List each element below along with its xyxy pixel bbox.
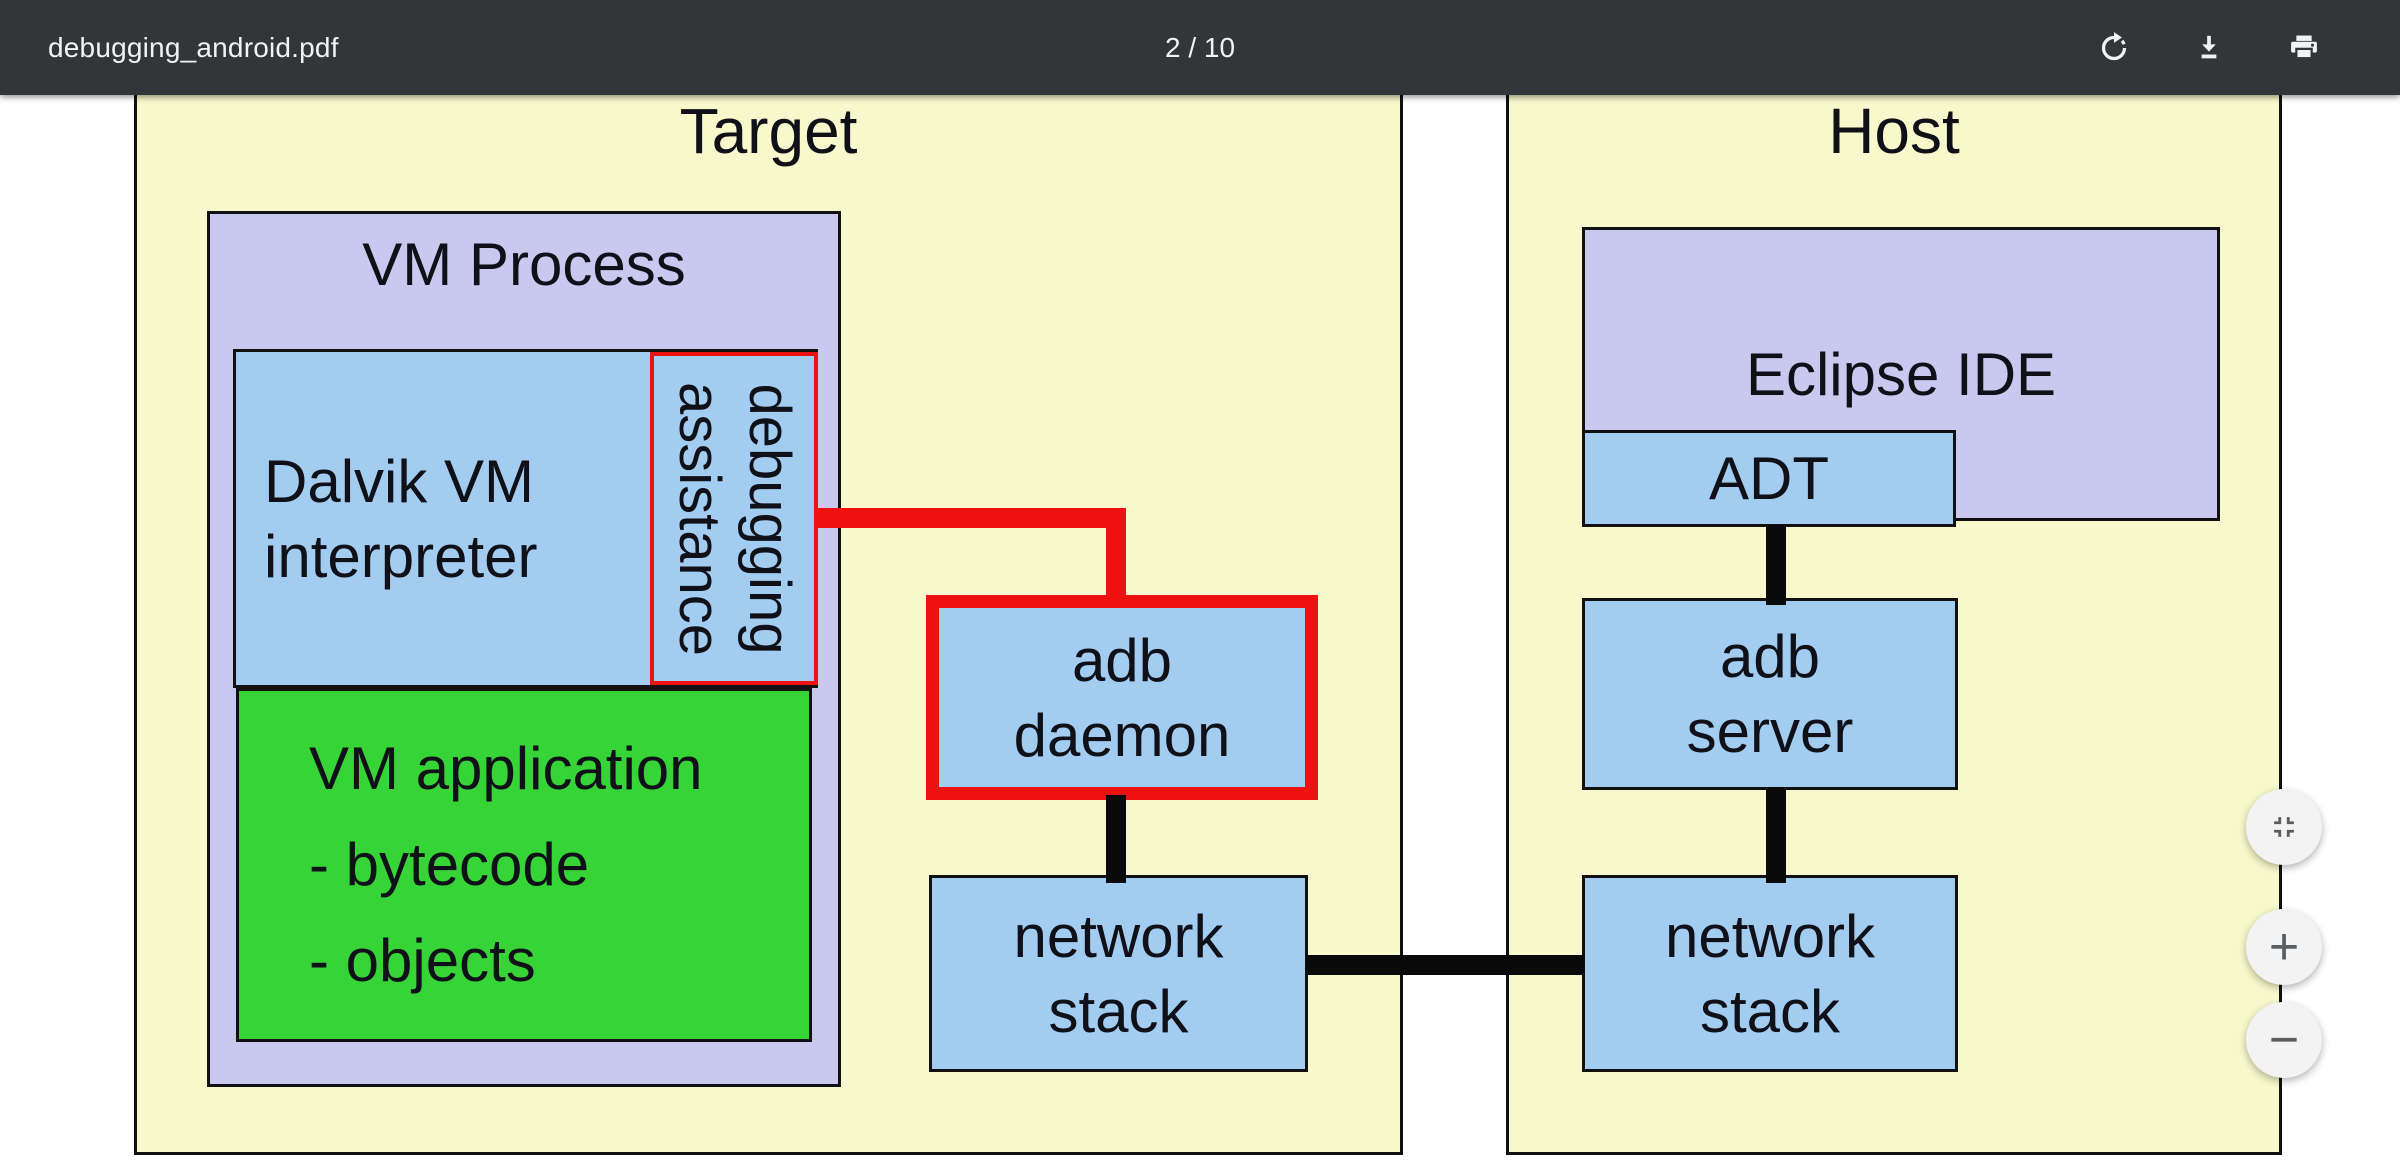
target-net-line-1: network — [1013, 902, 1224, 970]
plus-icon: + — [2268, 918, 2300, 976]
vm-application-box: VM application - bytecode - objects — [236, 688, 812, 1042]
adb-daemon-line-2: daemon — [1013, 701, 1231, 769]
debugging-assistance-rotated-text: debugging assistance — [650, 352, 818, 685]
page-indicator: 2 / 10 — [1164, 31, 1236, 63]
vm-app-line-2: - bytecode — [309, 831, 590, 898]
dalvik-line-2: interpreter — [264, 522, 538, 590]
adb-daemon-box: adb daemon — [926, 595, 1318, 800]
rotate-button[interactable] — [2090, 24, 2138, 72]
adt-box: ADT — [1582, 430, 1956, 527]
adb-server-line-2: server — [1686, 698, 1854, 765]
rotate-icon — [2101, 31, 2127, 60]
connector-adt-to-server — [1766, 525, 1786, 605]
vm-process-box: VM Process Dalvik VM interpreter debuggi… — [207, 211, 841, 1087]
host-net-line-2: stack — [1699, 977, 1841, 1045]
connector-daemon-to-network — [1106, 795, 1126, 883]
zoom-in-button[interactable]: + — [2246, 909, 2322, 985]
download-icon — [2201, 35, 2217, 58]
debugging-assistance-box: debugging assistance — [650, 352, 818, 685]
host-title: Host — [1828, 95, 1960, 167]
vm-app-line-1: VM application — [309, 735, 703, 802]
host-network-stack-box: network stack — [1582, 875, 1958, 1072]
adt-label: ADT — [1709, 445, 1829, 512]
debug-line-2: assistance — [667, 381, 732, 656]
connector-debug-to-daemon-vertical — [1106, 508, 1126, 608]
adb-server-box: adb server — [1582, 598, 1958, 790]
print-icon — [2291, 35, 2317, 59]
debug-line-1: debugging — [737, 383, 802, 654]
vm-process-label: VM Process — [362, 231, 686, 298]
host-panel: Host Eclipse IDE ADT adb server network … — [1506, 95, 2282, 1155]
host-net-line-1: network — [1664, 902, 1876, 970]
print-button[interactable] — [2280, 24, 2328, 72]
pdf-page-canvas[interactable]: Target VM Process Dalvik VM interpreter … — [0, 95, 2400, 1172]
adb-daemon-line-1: adb — [1071, 626, 1173, 694]
document-filename: debugging_android.pdf — [48, 31, 339, 63]
dalvik-line-1: Dalvik VM — [264, 447, 535, 515]
fit-to-page-button[interactable] — [2246, 789, 2322, 865]
target-panel: Target VM Process Dalvik VM interpreter … — [134, 95, 1403, 1155]
vm-app-line-3: - objects — [309, 927, 536, 994]
target-network-stack-box: network stack — [929, 875, 1308, 1072]
fit-to-page-icon — [2274, 817, 2294, 837]
connector-network-to-network — [1306, 955, 1584, 975]
connector-server-to-network — [1766, 787, 1786, 883]
adb-server-line-1: adb — [1719, 623, 1821, 690]
target-net-line-2: stack — [1048, 977, 1189, 1045]
zoom-out-button[interactable]: − — [2246, 1002, 2322, 1078]
pdf-toolbar: debugging_android.pdf 2 / 10 — [0, 0, 2400, 95]
minus-icon: − — [2268, 1011, 2300, 1069]
download-button[interactable] — [2185, 24, 2233, 72]
target-title: Target — [679, 95, 858, 167]
eclipse-ide-label: Eclipse IDE — [1745, 340, 2057, 408]
connector-debug-to-daemon-horizontal — [814, 508, 1126, 528]
toolbar-actions — [2090, 0, 2328, 95]
